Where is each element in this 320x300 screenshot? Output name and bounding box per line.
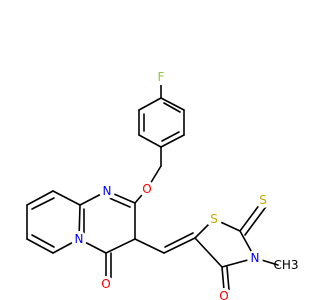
fluorine-mask [153, 69, 169, 85]
bond-ring1 [138, 134, 162, 148]
bond-ring1 [138, 97, 162, 111]
pyrimidinone-oxygen-label: O [101, 277, 110, 291]
atom-labels: F O N N O S S N [71, 69, 299, 300]
bridgehead-nitrogen-mask [71, 231, 87, 247]
ring-sulfur-mask [206, 211, 222, 227]
methyl-group: CH3 [273, 258, 298, 272]
bond-ring3 [26, 190, 54, 206]
bond-ring2-inner [106, 196, 131, 208]
bond-ring3-inner [31, 197, 55, 210]
thiazolidine-nitrogen-atom: N [247, 250, 263, 266]
fluorine-atom: F [153, 69, 169, 85]
pyrimidine-nitrogen-label: N [103, 184, 112, 198]
bond-methylidene [164, 232, 194, 248]
pyrimidinone-oxygen-atom: O [98, 276, 114, 292]
thiazolidine-nitrogen-label: N [251, 251, 260, 265]
pyrimidinone-oxygen-mask [98, 276, 114, 292]
fluorine-label: F [158, 70, 165, 84]
bond-ring3 [52, 190, 81, 206]
ether-oxygen-atom: O [139, 181, 155, 197]
ring-sulfur-label: S [210, 212, 218, 226]
bond-ring1-inner [163, 102, 181, 113]
bond-ring2 [105, 238, 136, 254]
molecule-structure: F O N N O S S N [26, 69, 299, 300]
thione-sulfur-atom: S [255, 192, 271, 208]
bridgehead-nitrogen-label: N [75, 232, 84, 246]
bond-thione [244, 203, 269, 236]
bond-ring3-inner [31, 234, 55, 248]
thione-sulfur-label: S [259, 193, 267, 207]
ether-oxygen-mask [139, 181, 155, 197]
thiazolidinone-oxygen-mask [216, 288, 232, 300]
bond-ring1 [160, 97, 185, 111]
thione-sulfur-mask [255, 192, 271, 208]
thiazolidine-nitrogen-mask [247, 250, 263, 266]
pyrimidine-nitrogen-mask [99, 183, 115, 199]
bond-ring-carbonyl [226, 266, 230, 291]
bond-ring3 [26, 238, 54, 254]
thiazolidinone-oxygen-atom: O [216, 288, 232, 300]
ether-oxygen-label: O [142, 182, 151, 196]
ring-sulfur-atom: S [206, 211, 222, 227]
bond-methylidene [163, 237, 196, 254]
bond-ring-carbonyl [221, 266, 225, 291]
thiazolidinone-oxygen-label: O [219, 289, 228, 300]
pyrimidine-nitrogen-atom: N [99, 183, 115, 199]
bridgehead-nitrogen-atom: N [71, 231, 87, 247]
bond-ring1 [160, 134, 185, 148]
bond-ring1-inner [161, 131, 180, 142]
bond-methylidene [134, 238, 165, 254]
methyl-label: CH3 [273, 258, 298, 272]
bond-ring4 [194, 237, 223, 268]
